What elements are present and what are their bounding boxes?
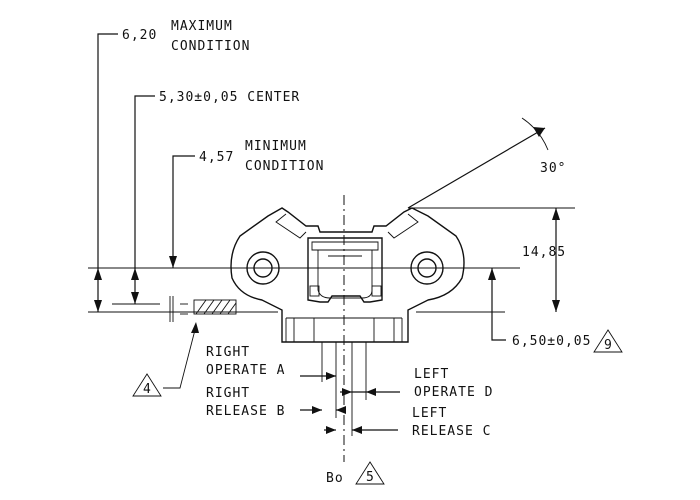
sensor-body [230,207,465,343]
bo-label: Bo [326,471,344,486]
note-9-triangle [593,329,623,353]
min-label-1: MINIMUM [245,139,307,154]
offset-label: 6,50±0,05 [512,334,591,349]
height-label: 14,85 [522,245,566,260]
right-release-1: RIGHT [206,386,250,401]
right-release-2: RELEASE B [206,404,285,419]
angle-label: 30° [540,161,566,176]
note-5-number: 5 [366,470,375,485]
max-value: 6,20 [122,28,157,43]
min-value: 4,57 [199,150,234,165]
min-label-2: CONDITION [245,159,324,174]
note-9-number: 9 [604,338,613,353]
left-operate-2: OPERATE D [414,385,493,400]
dim-30-deg [407,117,549,209]
note-5-triangle [355,461,385,485]
reference-lines [88,207,575,313]
max-label-2: CONDITION [171,39,250,54]
dim-6-20 [94,33,118,312]
dim-6-50 [488,268,506,341]
left-operate-1: LEFT [414,367,449,382]
note-4-number: 4 [143,382,152,397]
operate-release-dims [300,342,400,436]
center-dim: 5,30±0,05 CENTER [159,90,300,105]
magnet-block [112,296,237,322]
left-release-2: RELEASE C [412,424,491,439]
left-release-1: LEFT [412,406,447,421]
dim-14-85 [552,208,560,312]
right-operate-1: RIGHT [206,345,250,360]
dim-5-30 [131,95,155,304]
dim-4-57 [169,155,195,322]
max-label-1: MAXIMUM [171,19,233,34]
note-4-callout [132,322,199,397]
right-operate-2: OPERATE A [206,363,285,378]
